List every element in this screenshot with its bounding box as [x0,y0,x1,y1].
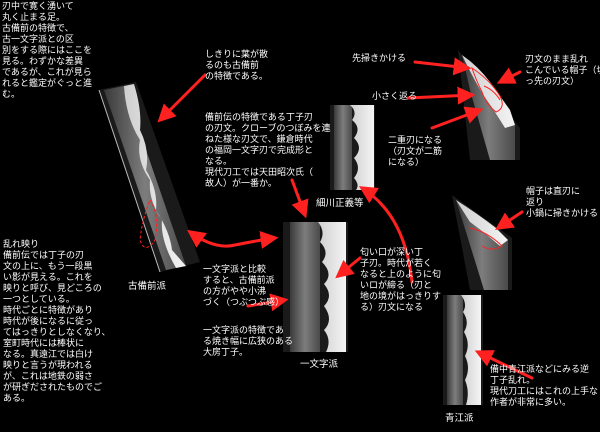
note-ichimonji-compare: 一文字派と比較 すると、古備前派 の方がやや小沸 づく（つぶつぶ感） [203,265,285,308]
note-aoe: 備中青江派などにみる逆 丁子乱れ。 現代刀工にはこれの上手な 作者が非常に多い。 [490,365,599,408]
note-komaru: 小さく返る [372,92,418,102]
blade-tip-lower [452,195,512,290]
blade-ichimonji [283,222,348,352]
blade-kobizen [98,82,200,273]
note-boshi: 帽子は直刃に 返り 小鍋に掃きかける [526,187,599,219]
note-ichimonji-feature: 一文字派の特徴であ る焼き幅に広狭のある 大房丁子。 [203,326,294,358]
blade-tip-upper [458,50,520,160]
note-nijyu: 二重刃になる （刃文が二筋 になる） [388,136,443,168]
note-ashi: 刃中で寛く湧いて 丸く止まる足。 古備前の特徴で、 古一文字派との区 別をする際… [2,2,93,100]
note-midarekomi: 刃文のまま乱れ こんでいる帽子（切 っ先の刃文） [525,55,600,87]
note-deep-nioiguchi: 匂い口が深い丁 子刃。時代が若く なると上のように匂 いロが締る（刃と 地の境が… [360,248,442,313]
note-midare-utsuri: 乱れ映り 備前伝では丁子の刃 文の上に、もう一段黒 い影が見える。これを 映りと… [3,240,111,404]
blade-hosokawa [330,105,375,190]
note-leaf: しきりに葉が散 るのも古備前 の特徴である。 [205,50,269,82]
caption-hosokawa: 細川正義等 [316,198,364,209]
blade-aoe [443,295,483,405]
caption-kobizen: 古備前派 [128,281,167,292]
caption-aoe: 青江派 [445,413,474,424]
caption-ichimonji: 一文字派 [300,359,339,370]
note-choji: 備前伝の特徴である丁子刃 の刃文。クローブのつぼみを連 ねた様な刃文で、鎌倉時代… [205,113,331,189]
note-sakibaki: 先掃きかける [352,54,407,64]
